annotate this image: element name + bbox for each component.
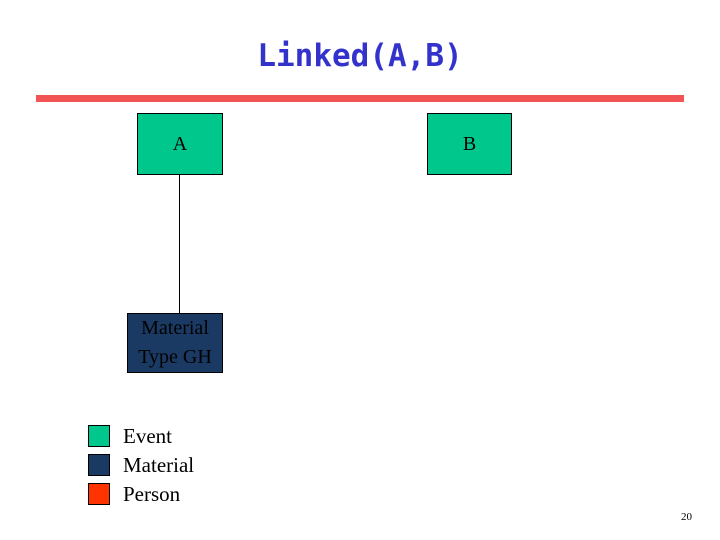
diagram-node-b[interactable]: B xyxy=(427,113,512,175)
diagram-node-a[interactable]: A xyxy=(137,113,223,175)
legend-item-event: Event xyxy=(88,421,288,450)
page-number: 20 xyxy=(681,511,692,523)
page-title: Linked(A,B) xyxy=(257,38,463,74)
diagram-node-b-label: B xyxy=(462,133,477,155)
legend-label-person: Person xyxy=(123,481,181,506)
legend-label-event: Event xyxy=(123,423,172,448)
title-divider xyxy=(36,95,684,102)
legend-swatch-person-icon xyxy=(88,482,110,505)
legend-swatch-event-icon xyxy=(88,424,110,447)
diagram-node-material-label-line2: Type GH xyxy=(138,346,212,368)
legend-label-material: Material xyxy=(123,452,195,477)
legend: Event Material Person xyxy=(88,421,288,508)
diagram-node-material-label-line1: Material xyxy=(141,317,209,339)
connector-line-a-to-material xyxy=(179,175,180,314)
diagram-node-material-label: Material Type GH xyxy=(138,314,212,372)
diagram-node-a-label: A xyxy=(172,133,188,155)
legend-swatch-material-icon xyxy=(88,453,110,476)
legend-item-material: Material xyxy=(88,450,288,479)
legend-item-person: Person xyxy=(88,479,288,508)
diagram-node-material-type-gh[interactable]: Material Type GH xyxy=(127,313,223,373)
